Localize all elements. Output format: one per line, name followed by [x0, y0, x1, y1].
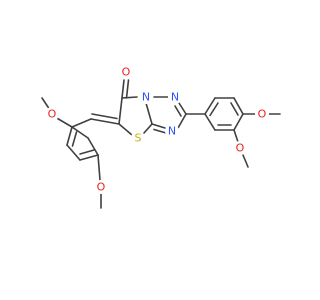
bond-n-c2-double: [174, 105, 182, 117]
methoxy-oxygen-right-bottom-atom: O: [233, 141, 247, 155]
triazole-nitrogen-bottom-label: N: [168, 125, 176, 138]
bond-al-top-o: [54, 116, 73, 128]
bond-al-1: [66, 126, 73, 146]
bond-n-bottom-c7a: [151, 123, 166, 129]
thiazole-sulfur-label: S: [135, 132, 142, 145]
methoxy-oxygen-left-top-atom: O: [45, 107, 59, 121]
methoxy-oxygen-left-top-label: O: [48, 108, 57, 121]
methoxy-oxygen-right-top-label: O: [258, 108, 267, 121]
carbonyl-oxygen-label: O: [122, 66, 131, 79]
triazole-nitrogen-top-label: N: [171, 91, 179, 104]
bond-n-c2: [178, 102, 187, 115]
bond-ar-r6: [204, 113, 216, 131]
bond-c5-ch: [90, 118, 120, 125]
bond-al-5: [71, 126, 89, 139]
bond-n-c7a: [145, 102, 153, 125]
bond-ar-r4: [233, 113, 244, 131]
bridgehead-nitrogen-atom: N: [139, 90, 153, 104]
bond-c6-n: [121, 96, 138, 99]
methoxy-oxygen-right-top-atom: O: [255, 107, 269, 121]
bond-c5-ch-double: [91, 113, 118, 120]
bond-c6-o-carbonyl-double: [125, 79, 130, 99]
bonds: [41, 79, 281, 209]
bridgehead-nitrogen-label: N: [142, 91, 150, 104]
atom-labels: O N N N S O O O: [45, 65, 269, 194]
thiazole-sulfur-atom: S: [131, 131, 145, 145]
bond-al-1-double: [71, 131, 78, 147]
methoxy-oxygen-right-bottom-label: O: [236, 142, 245, 155]
bond-r5-o: [233, 129, 239, 143]
bond-s-c7a: [143, 123, 153, 134]
bond-al-4: [87, 137, 99, 156]
bond-ar-r3: [233, 97, 244, 115]
bond-al-3: [79, 154, 99, 161]
bond-ar-r3-double: [230, 102, 239, 116]
bond-ch-aryl: [71, 118, 92, 128]
methoxy-oxygen-left-bottom-atom: O: [94, 180, 108, 194]
bond-c6-o-carbonyl: [121, 79, 125, 99]
bond-n-bottom-c7a-double: [153, 128, 167, 134]
bond-ar-r1: [204, 97, 216, 115]
triazole-nitrogen-top-atom: N: [168, 90, 182, 104]
bond-al-bottom-o: [97, 154, 101, 181]
molecule-structure: O N N N S O O O: [41, 65, 281, 209]
bond-c5-s: [118, 123, 133, 136]
bond-c6-c5: [118, 97, 123, 125]
bond-al-2: [66, 144, 81, 161]
bond-al-3-double: [79, 149, 95, 155]
triazole-nitrogen-bottom-atom: N: [165, 124, 179, 138]
methoxy-oxygen-left-bottom-label: O: [97, 181, 106, 194]
bond-o-me-right-bottom: [242, 154, 249, 168]
bond-c2-n-bottom: [177, 113, 187, 129]
bond-ar-r1-double: [209, 102, 219, 117]
carbonyl-oxygen-atom: O: [119, 65, 133, 79]
